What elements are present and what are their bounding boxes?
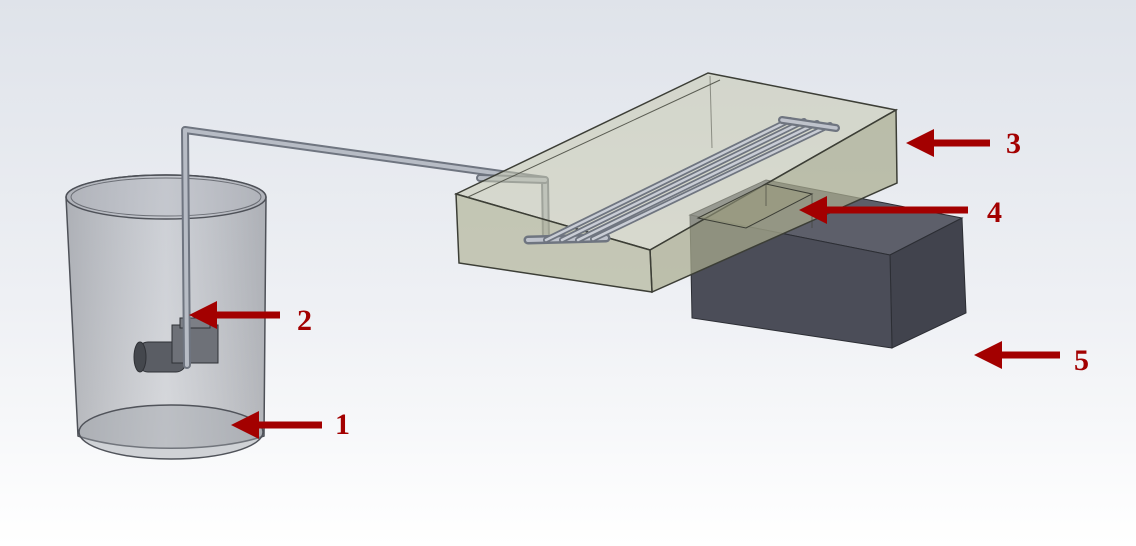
callout-label: 1 xyxy=(335,408,350,441)
callout-2: 2 xyxy=(189,301,312,337)
callout-label: 5 xyxy=(1074,344,1089,377)
manifold-pipes xyxy=(523,116,840,245)
callout-3: 3 xyxy=(906,127,1021,160)
callout-label: 4 xyxy=(987,196,1002,229)
callout-5: 5 xyxy=(974,341,1089,377)
callout-1: 1 xyxy=(231,408,350,441)
callout-4: 4 xyxy=(799,196,1002,229)
callout-label: 3 xyxy=(1006,127,1021,160)
reservoir-cylinder xyxy=(65,174,267,460)
callout-label: 2 xyxy=(297,304,312,337)
